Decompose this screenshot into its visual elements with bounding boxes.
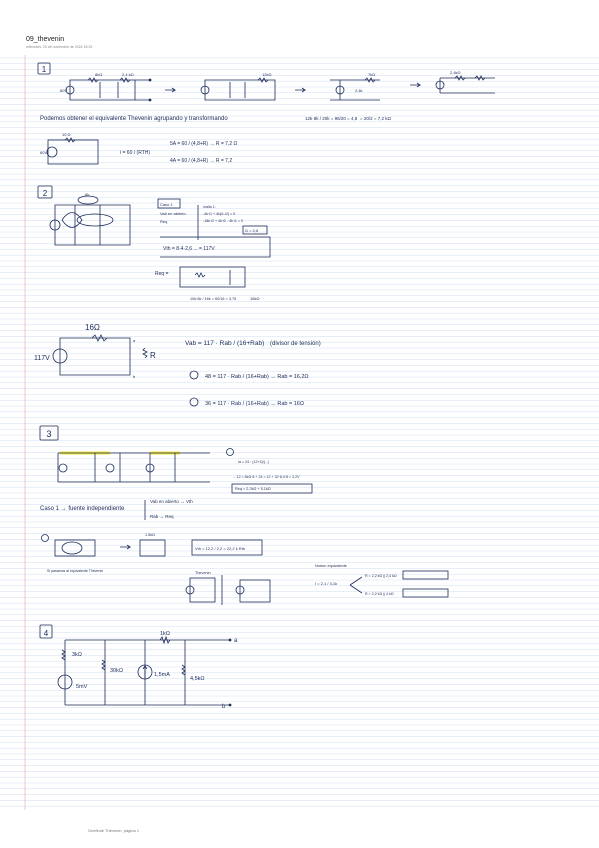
svg-text:a: a — [234, 638, 238, 644]
voltage-source-icon — [65, 85, 75, 95]
svg-text:10 Ω: 10 Ω — [62, 132, 71, 137]
section-1-label: 1 — [42, 65, 47, 74]
svg-text:80V: 80V — [60, 88, 67, 93]
svg-text:Req =: Req = — [155, 271, 169, 277]
svg-text:12k·8k / 20k = 96/20 = 4,8: 12k·8k / 20k = 96/20 = 4,8 — [305, 116, 358, 121]
svg-text:(divisor de tensión): (divisor de tensión) — [270, 341, 321, 347]
svg-text:Caso 1: Caso 1 — [160, 202, 173, 207]
svg-text:1,5mA: 1,5mA — [154, 672, 170, 678]
svg-text:R: R — [150, 351, 156, 360]
svg-text:malla 1:: malla 1: — [203, 205, 216, 209]
svg-text:16Ω: 16Ω — [85, 323, 100, 332]
svg-text:Vab en abierto: Vab en abierto — [160, 211, 186, 216]
svg-text:Norton equivalente: Norton equivalente — [315, 564, 347, 568]
svg-text:i = 60 / (RTH): i = 60 / (RTH) — [120, 150, 150, 156]
svg-text:3: 3 — [46, 429, 51, 439]
svg-text:4: 4 — [44, 629, 49, 638]
svg-text:Vab en abierto → Vth: Vab en abierto → Vth — [150, 499, 193, 504]
svg-text:-4k·i1 + 4k(i1-i2) = 0: -4k·i1 + 4k(i1-i2) = 0 — [203, 212, 235, 216]
svg-text:→ 12 = 5kΩ·8 + 24 = 12 + 32·8,: → 12 = 5kΩ·8 + 24 = 12 + 32·8,4·8 = 2,2V — [232, 475, 300, 479]
s1-note: Podemos obtener el equivalente Thevenin … — [40, 116, 228, 122]
section-2: 2 6k Caso 1 Vab en abierto Req malla 1: … — [34, 185, 321, 407]
svg-text:8kΩ: 8kΩ — [95, 72, 102, 77]
page-title: 09_thevenin — [26, 36, 65, 43]
svg-text:2,4 kΩ: 2,4 kΩ — [122, 72, 134, 77]
svg-text:b: b — [222, 704, 226, 710]
svg-text:Vab = 117 · Rab / (16+Rab): Vab = 117 · Rab / (16+Rab) — [185, 340, 264, 347]
svg-text:3kΩ: 3kΩ — [72, 652, 82, 658]
svg-text:Vth = 8·4·2,6 ... = 117V: Vth = 8·4·2,6 ... = 117V — [163, 246, 215, 252]
svg-text:1.5kΩ: 1.5kΩ — [145, 533, 155, 537]
svg-text:Si pasamos al equivalente Thév: Si pasamos al equivalente Thévenin — [47, 569, 103, 573]
svg-text:5A = 60 / (4,8+R) → R = 7,2 Ω: 5A = 60 / (4,8+R) → R = 7,2 Ω — [170, 141, 238, 147]
svg-text:Vth = 12,2 / 2,2 = 22,2 k Rth: Vth = 12,2 / 2,2 = 22,2 k Rth — [195, 546, 245, 551]
svg-text:36 = 117 · Rab / (16+Rab) → Ra: 36 = 117 · Rab / (16+Rab) → Rab = 16Ω — [205, 401, 304, 407]
page-timestamp: miércoles, 20 de noviembre de 2024 15:29 — [26, 45, 93, 49]
svg-text:48 = 117 · Rab / (16+Rab) → Ra: 48 = 117 · Rab / (16+Rab) → Rab = 16,2Ω — [205, 374, 309, 380]
svg-text:Thevenin: Thevenin — [195, 571, 211, 575]
svg-text:b: b — [133, 374, 136, 379]
svg-text:117V: 117V — [34, 355, 50, 362]
section-3: 3 Caso 1 → fuente independiente Vab en a… — [39, 425, 449, 605]
svg-text:R = 2,2 kΩ || 4 kΩ: R = 2,2 kΩ || 4 kΩ — [365, 592, 394, 596]
svg-text:2: 2 — [43, 189, 48, 198]
svg-text:10k·6k / 16k = 60/16 = 3,75: 10k·6k / 16k = 60/16 = 3,75 — [190, 297, 236, 301]
svg-text:= 20/2 = 7,2 kΩ: = 20/2 = 7,2 kΩ — [360, 116, 392, 121]
svg-text:2,4k: 2,4k — [355, 88, 363, 93]
svg-text:12kΩ: 12kΩ — [262, 72, 271, 77]
svg-text:7kΩ: 7kΩ — [368, 72, 375, 77]
svg-text:6k: 6k — [85, 192, 89, 197]
svg-text:Req = 2,2kΩ + 5,1kΩ: Req = 2,2kΩ + 5,1kΩ — [235, 487, 271, 491]
svg-text:Req: Req — [160, 219, 167, 224]
section-1: 1 8kΩ 2,4 kΩ 80V 12kΩ 7kΩ 2,4k — [37, 62, 495, 165]
svg-text:1kΩ: 1kΩ — [160, 631, 170, 637]
section-1-box — [37, 62, 51, 75]
svg-text:Ia = 24 · (12+4)/(...): Ia = 24 · (12+4)/(...) — [238, 460, 269, 464]
svg-text:60V: 60V — [40, 150, 47, 155]
svg-text:16kΩ: 16kΩ — [250, 296, 259, 301]
svg-text:-18k·i2 + 4k·i2 - 4k·i1 = 0: -18k·i2 + 4k·i2 - 4k·i1 = 0 — [203, 219, 243, 223]
section-4: 4 3kΩ 30kΩ 1kΩ 4,5kΩ 5mV 1,5mA a b — [39, 624, 238, 710]
svg-text:4A = 60 / (4,8+R) → R = 7,2: 4A = 60 / (4,8+R) → R = 7,2 — [170, 158, 232, 164]
svg-text:I = 2,1 / 3,1k: I = 2,1 / 3,1k — [315, 581, 337, 586]
svg-text:a: a — [133, 338, 136, 343]
ruled-lines — [0, 57, 599, 807]
svg-text:R = 2,2 kΩ || 2,4 kΩ: R = 2,2 kΩ || 2,4 kΩ — [365, 574, 397, 578]
svg-text:5mV: 5mV — [76, 684, 88, 690]
circuit-1a — [69, 79, 136, 101]
svg-text:Caso 1 → fuente independiente: Caso 1 → fuente independiente — [40, 506, 125, 512]
svg-text:30kΩ: 30kΩ — [110, 668, 123, 674]
svg-text:i1 = 2,6: i1 = 2,6 — [245, 228, 259, 233]
svg-text:2,4kΩ: 2,4kΩ — [450, 70, 461, 75]
page-footer: OneNote Thévenin, página 1 — [88, 828, 140, 833]
svg-text:4,5kΩ: 4,5kΩ — [190, 676, 205, 682]
svg-text:Rab → Req: Rab → Req — [150, 514, 174, 519]
